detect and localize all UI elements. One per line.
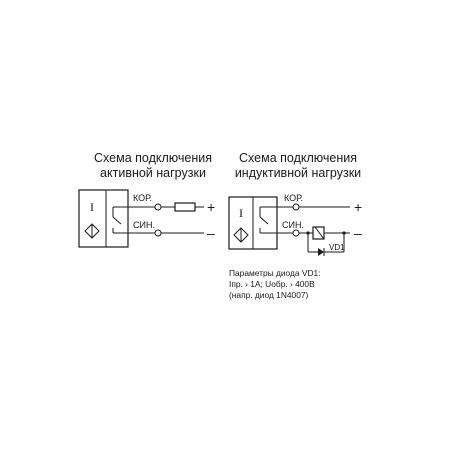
left-scheme: Схема подключения активной нагрузки I КО…	[78, 151, 215, 248]
left-switch-blade	[112, 216, 122, 225]
diode-params-line2: Iпр. › 1А; Uобр. › 400В	[229, 279, 315, 289]
left-sign-minus: –	[207, 225, 215, 241]
right-terminal-blue	[292, 229, 300, 237]
right-terminal-brown	[292, 203, 300, 211]
right-diode-icon	[318, 248, 324, 256]
right-sign-plus: +	[354, 199, 362, 215]
left-label-brown: КОР.	[133, 193, 152, 203]
right-diode-label: VD1	[329, 243, 345, 252]
left-sensor-symbol: I	[90, 200, 94, 214]
diode-params-note: Параметры диода VD1: Iпр. › 1А; Uобр. › …	[229, 268, 321, 300]
left-title-line1: Схема подключения	[94, 151, 212, 165]
left-sign-plus: +	[207, 199, 215, 215]
right-switch-blade	[259, 216, 269, 225]
right-title-line2: индуктивной нагрузки	[235, 166, 361, 180]
left-label-blue: СИН.	[133, 220, 155, 230]
left-terminal-brown	[154, 203, 162, 211]
left-terminal-blue	[154, 229, 162, 237]
right-title-line1: Схема подключения	[239, 151, 357, 165]
right-relay-coil-slash	[314, 226, 325, 240]
left-sensor-body	[78, 189, 129, 248]
left-load-resistor	[174, 202, 196, 212]
right-sign-minus: –	[354, 225, 362, 241]
left-title-line2: активной нагрузки	[100, 166, 206, 180]
right-sensor-symbol: I	[239, 206, 243, 220]
right-label-brown: КОР.	[284, 193, 303, 203]
right-label-blue: СИН.	[282, 220, 304, 230]
diode-params-line1: Параметры диода VD1:	[229, 268, 321, 278]
right-scheme: Схема подключения индуктивной нагрузки I…	[228, 151, 362, 256]
diode-params-line3: (напр. диод 1N4007)	[229, 290, 309, 300]
